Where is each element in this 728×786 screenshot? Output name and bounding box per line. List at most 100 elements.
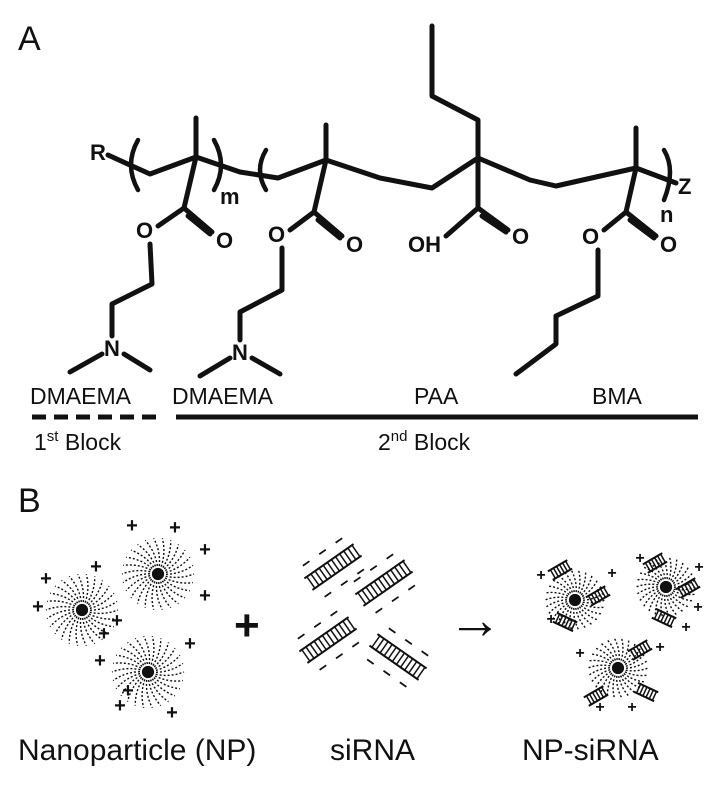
- polymer-arm: [635, 583, 667, 588]
- polymer-arm: [79, 609, 87, 647]
- polymer-arm: [157, 573, 179, 605]
- polymer-arm: [606, 667, 619, 697]
- carbonyl-c-2: [311, 157, 329, 215]
- caption-sirna: siRNA: [330, 734, 415, 767]
- z-group-label: Z: [678, 174, 691, 199]
- positive-charge: +: [575, 645, 584, 662]
- base-pair: [330, 559, 341, 572]
- base-pair: [638, 644, 646, 654]
- base-pair: [561, 616, 567, 627]
- polymer-arm: [617, 660, 648, 669]
- strand: [303, 543, 355, 580]
- base-pair: [301, 649, 311, 662]
- polymer-arm: [545, 591, 576, 601]
- positive-charge: +: [199, 585, 211, 607]
- nanoparticle-left: [45, 573, 119, 647]
- base-pair: [351, 544, 361, 558]
- polymer-arm: [157, 573, 190, 592]
- n-amine-2: N: [232, 340, 248, 365]
- label-bma: BMA: [592, 383, 643, 409]
- polymer-arm: [569, 599, 576, 630]
- polymer-arm: [643, 566, 667, 588]
- oh-group: OH: [408, 232, 441, 257]
- base-pair: [310, 573, 320, 586]
- polymer-arm: [157, 564, 194, 576]
- bracket-close-m: [211, 137, 224, 193]
- sirna-3: −−−−−−: [293, 605, 365, 678]
- polymer-arm: [112, 670, 149, 682]
- polymer-arm: [665, 586, 678, 616]
- positive-charge: +: [166, 702, 178, 724]
- base-pair: [645, 688, 651, 698]
- strand: [585, 585, 606, 599]
- polymer-arm: [570, 569, 577, 601]
- polymer-arm: [125, 573, 159, 592]
- positive-charge: +: [90, 556, 102, 578]
- base-pair: [412, 664, 422, 677]
- positive-charge: +: [627, 699, 636, 716]
- polymer-arm: [574, 592, 605, 601]
- polymer-arm: [665, 557, 672, 588]
- caption-np-sirna: NP-siRNA: [522, 734, 659, 767]
- base-pair: [683, 583, 691, 594]
- polymer-arm: [81, 609, 103, 641]
- polymer-arm: [613, 637, 620, 669]
- positive-charge: +: [607, 565, 616, 582]
- base-pair: [677, 587, 684, 597]
- subscript-m: m: [220, 184, 240, 209]
- polymer-arm: [574, 599, 598, 621]
- sirna-group: −−−−−−−−−−−−−−−−−−−−−−−−: [293, 532, 433, 695]
- polymer-arm: [574, 599, 593, 626]
- polymer-arm: [617, 638, 624, 669]
- panel-a-label: A: [18, 20, 41, 58]
- polymer-arm: [588, 667, 619, 676]
- base-pair: [322, 564, 332, 578]
- panel-b-label: B: [18, 482, 41, 520]
- base-pair: [558, 564, 566, 574]
- base-pair: [381, 575, 392, 588]
- dimethyl-2: [197, 355, 283, 379]
- polymer-arm: [617, 667, 636, 694]
- polymer-arm: [147, 647, 176, 673]
- polymer-arm: [137, 543, 159, 575]
- base-pair: [591, 691, 599, 702]
- strand: [632, 647, 653, 661]
- polymer-arm: [147, 671, 184, 682]
- polymer-arm: [81, 609, 119, 615]
- base-pair: [632, 647, 640, 657]
- polymer-arm: [54, 609, 83, 635]
- polymer-arm: [81, 609, 110, 635]
- polymer-arm: [145, 671, 153, 709]
- polymer-arm: [563, 599, 576, 629]
- complex-sirna-8: [627, 639, 653, 661]
- polymer-arm: [617, 639, 630, 669]
- base-pair: [686, 582, 694, 592]
- base-pair: [647, 560, 655, 570]
- nanoparticle-top: [121, 537, 195, 611]
- polymer-arm: [112, 662, 149, 673]
- polymer-arm: [81, 609, 114, 628]
- positive-charge: +: [32, 596, 44, 618]
- polymer-arm: [612, 667, 619, 698]
- polymer-arm: [665, 558, 678, 588]
- polymer-arm: [134, 671, 149, 706]
- base-pair: [342, 620, 352, 633]
- polymer-arm: [120, 647, 149, 673]
- base-pair: [561, 562, 569, 572]
- polymer-arm: [157, 538, 165, 575]
- strand: [362, 570, 414, 607]
- polymer-arm: [144, 539, 159, 575]
- polymer-arm: [157, 573, 186, 599]
- polymer-arm: [68, 575, 83, 611]
- sirna-4: −−−−−−: [361, 622, 433, 695]
- base-pair: [635, 645, 643, 656]
- base-pair: [554, 613, 561, 624]
- base-pair: [648, 689, 655, 700]
- polymer-arm: [147, 662, 184, 674]
- polymer-arm: [617, 667, 645, 683]
- strand: [376, 633, 428, 670]
- base-pair: [387, 646, 397, 660]
- polymer-arm: [116, 654, 149, 673]
- polymer-arm: [574, 599, 602, 615]
- base-pair: [680, 585, 688, 595]
